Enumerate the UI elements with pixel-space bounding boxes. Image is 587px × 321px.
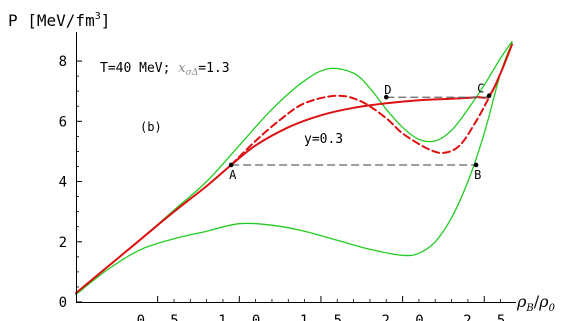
point-c xyxy=(486,93,492,99)
point-label-a: A xyxy=(229,168,237,182)
axes: 0 2 4 6 8 0 . 5 1 . 0 1 . 5 2 . 0 2 . 5 xyxy=(59,32,516,321)
point-label-b: B xyxy=(474,168,481,182)
x-tick-label-2: 2 . 0 xyxy=(382,313,424,321)
y-axis-label-sup: 3 xyxy=(95,11,101,22)
y-tick-label-4: 4 xyxy=(59,175,67,191)
plot-area: A B C D xyxy=(75,40,513,296)
point-a xyxy=(228,162,234,168)
x-tick-label-0-5: 0 . 5 xyxy=(137,313,179,321)
x-axis-label: ρB/ρ0 xyxy=(516,292,556,314)
point-d xyxy=(383,94,389,100)
x-axis-label-rho-0: ρ xyxy=(538,292,549,311)
series-curve-red-solid-3 xyxy=(75,43,513,294)
x-tick-label-1: 1 . 0 xyxy=(218,313,260,321)
annotation-lhs: T=40 MeV; xyxy=(100,61,178,76)
svg-text:P [MeV/fm3]: P [MeV/fm3] xyxy=(8,11,110,30)
annotation-symbol: x xyxy=(178,61,186,76)
point-label-c: C xyxy=(477,82,484,96)
y-axis-label: P [MeV/fm3] xyxy=(8,11,110,30)
y-tick-label-2: 2 xyxy=(59,235,67,251)
series-curve-red-dashed-2 xyxy=(230,94,491,166)
x-tick-label-2-5: 2 . 5 xyxy=(463,313,505,321)
point-label-d: D xyxy=(384,83,391,97)
svg-text:T=40 MeV; xσΔ=1.3: T=40 MeV; xσΔ=1.3 xyxy=(100,61,230,78)
annotation-subscript: σΔ xyxy=(186,68,199,78)
point-b xyxy=(473,162,479,168)
y-axis-label-close: ] xyxy=(101,11,111,30)
annotation-parameters: T=40 MeV; xσΔ=1.3 xyxy=(100,61,230,78)
annotation-rhs: =1.3 xyxy=(198,61,229,76)
x-axis-label-sub-0: 0 xyxy=(549,303,556,314)
y-tick-label-6: 6 xyxy=(59,114,67,130)
x-axis-label-sub-b: B xyxy=(525,303,533,314)
panel-label: (b) xyxy=(140,120,162,134)
x-axis-label-slash: / xyxy=(534,292,540,311)
y-tick-label-0: 0 xyxy=(59,295,67,311)
curve-label: y=0.3 xyxy=(304,132,343,147)
y-tick-label-8: 8 xyxy=(59,54,67,70)
series-curve-green-solid-1 xyxy=(75,40,513,294)
x-axis-label-rho-b: ρ xyxy=(516,292,527,311)
x-tick-label-1-5: 1 . 5 xyxy=(300,313,342,321)
series-curve-green-solid-0 xyxy=(75,42,513,296)
y-axis-label-base: P [MeV/fm xyxy=(8,11,95,30)
svg-text:ρB/ρ0: ρB/ρ0 xyxy=(516,292,556,314)
